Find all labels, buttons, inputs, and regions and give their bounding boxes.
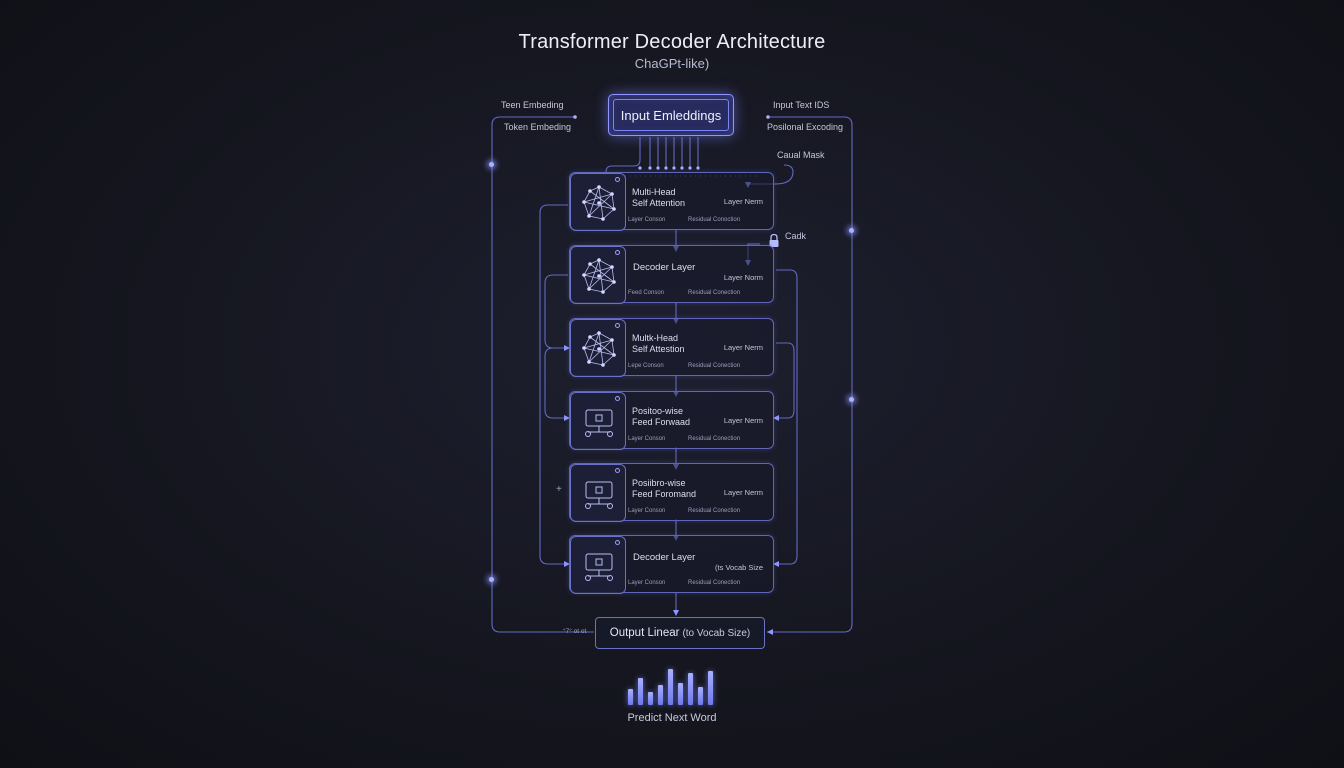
decoder-block-1: Multi-Head Self Attention Layer Nerm Lay… [569,172,774,231]
block-icon-tile [570,464,626,522]
predict-next-word-label: Predict Next Word [627,712,717,724]
decoder-block-5: Posiibro-wise Feed Foromand Layer Nerm L… [569,463,774,522]
status-dot [615,250,620,255]
loop-tag-label: °7° ot ot [563,628,587,635]
decoder-block-3: Multk-Head Self Attestion Layer Nerm Lep… [569,318,774,377]
probability-bar [658,685,663,705]
block-icon-tile [570,173,626,231]
decoder-block-2: Decoder Layer Layer Norm Feed Conson Res… [569,245,774,304]
plus-icon: + [556,484,562,495]
vocab-size-label: (ts Vocab Size [715,563,763,572]
layer-norm-label: Layer Nerm [723,416,763,425]
page-title: Transformer Decoder Architecture [518,31,826,53]
probability-bar [708,671,713,705]
token-embedding-label-top: Teen Embeding [501,100,564,110]
network-icon [582,258,616,294]
feedforward-icon [585,409,613,437]
block-title-line1: Multi-Head [632,187,676,197]
probability-bar [628,689,633,705]
residual-connection-label: Residual Conoction [688,217,741,223]
probability-bar [638,678,643,705]
layer-connection-label: Lepe Conson [628,363,664,369]
probability-bar [688,673,693,705]
probability-bar [648,692,653,705]
residual-connection-label: Residual Conection [688,436,741,442]
lock-icon [769,233,779,247]
block-title-line2: Feed Foromand [632,489,697,499]
residual-connection-label: Residual Conection [688,290,741,296]
status-dot [615,177,620,182]
probability-bar [668,669,673,705]
layer-connection-label: Layer Conson [628,436,666,442]
block-title: Decoder Layer [633,262,696,273]
status-dot [615,323,620,328]
layer-norm-label: Layer Norm [723,273,763,282]
layer-norm-label: Layer Nerm [723,488,763,497]
layer-connection-label: Layer Conson [628,508,666,514]
output-linear-label: Output Linear [609,627,680,639]
block-title-line1: Multk-Head [632,333,679,343]
node-dot [489,162,494,167]
layer-norm-label: Layer Nerm [723,197,763,206]
block-icon-tile [570,319,626,377]
status-dot [615,540,620,545]
page-subtitle: ChaGPt-like) [634,56,710,71]
block-title-line2: Self Attention [632,198,686,208]
output-linear-paren: (to Vocab Size) [682,627,751,639]
feed-connection-label: Feed Conson [628,290,665,296]
node-dot [489,577,494,582]
layer-norm-label: Layer Nerm [723,343,763,352]
block-title: Decoder Layer [633,552,696,563]
network-icon [582,331,616,367]
layer-connection-label: Layer Conson [628,217,666,223]
network-icon [582,185,616,221]
decoder-block-6: Decoder Layer (ts Vocab Size Layer Conso… [569,535,774,594]
feedforward-icon [585,553,613,581]
positional-encoding-label: Posilonal Excoding [767,122,844,132]
status-dot [615,396,620,401]
node-dot [849,397,854,402]
block-title-line1: Posiibro-wise [632,478,686,488]
block-title-line1: Positoo-wise [632,406,684,416]
causal-mask-label: Caual Mask [777,150,825,160]
residual-connection-label: Residual Conection [688,508,741,514]
status-dot [615,468,620,473]
input-embeddings-label: Input Emleddings [613,99,729,131]
probability-bar [698,687,703,705]
block-icon-tile [570,392,626,450]
decoder-block-4: Positoo-wise Feed Forwaad Layer Nerm Lay… [569,391,774,450]
layer-connection-label: Layer Conson [628,580,666,586]
block-title-line2: Feed Forwaad [632,417,691,427]
input-embeddings-block: Input Emleddings [608,94,734,136]
feedforward-icon [585,481,613,509]
output-linear-block: Output Linear (to Vocab Size) [595,617,765,649]
input-text-ids-label: Input Text IDS [773,100,830,110]
block-title-line2: Self Attestion [632,344,685,354]
token-embedding-label: Token Embeding [504,122,572,132]
residual-connection-label: Residual Conection [688,580,741,586]
node-dot [849,228,854,233]
block-icon-tile [570,246,626,304]
residual-connection-label: Residual Conection [688,363,741,369]
block-icon-tile [570,536,626,594]
probability-bar [678,683,683,705]
lock-label: Cadk [785,231,807,241]
